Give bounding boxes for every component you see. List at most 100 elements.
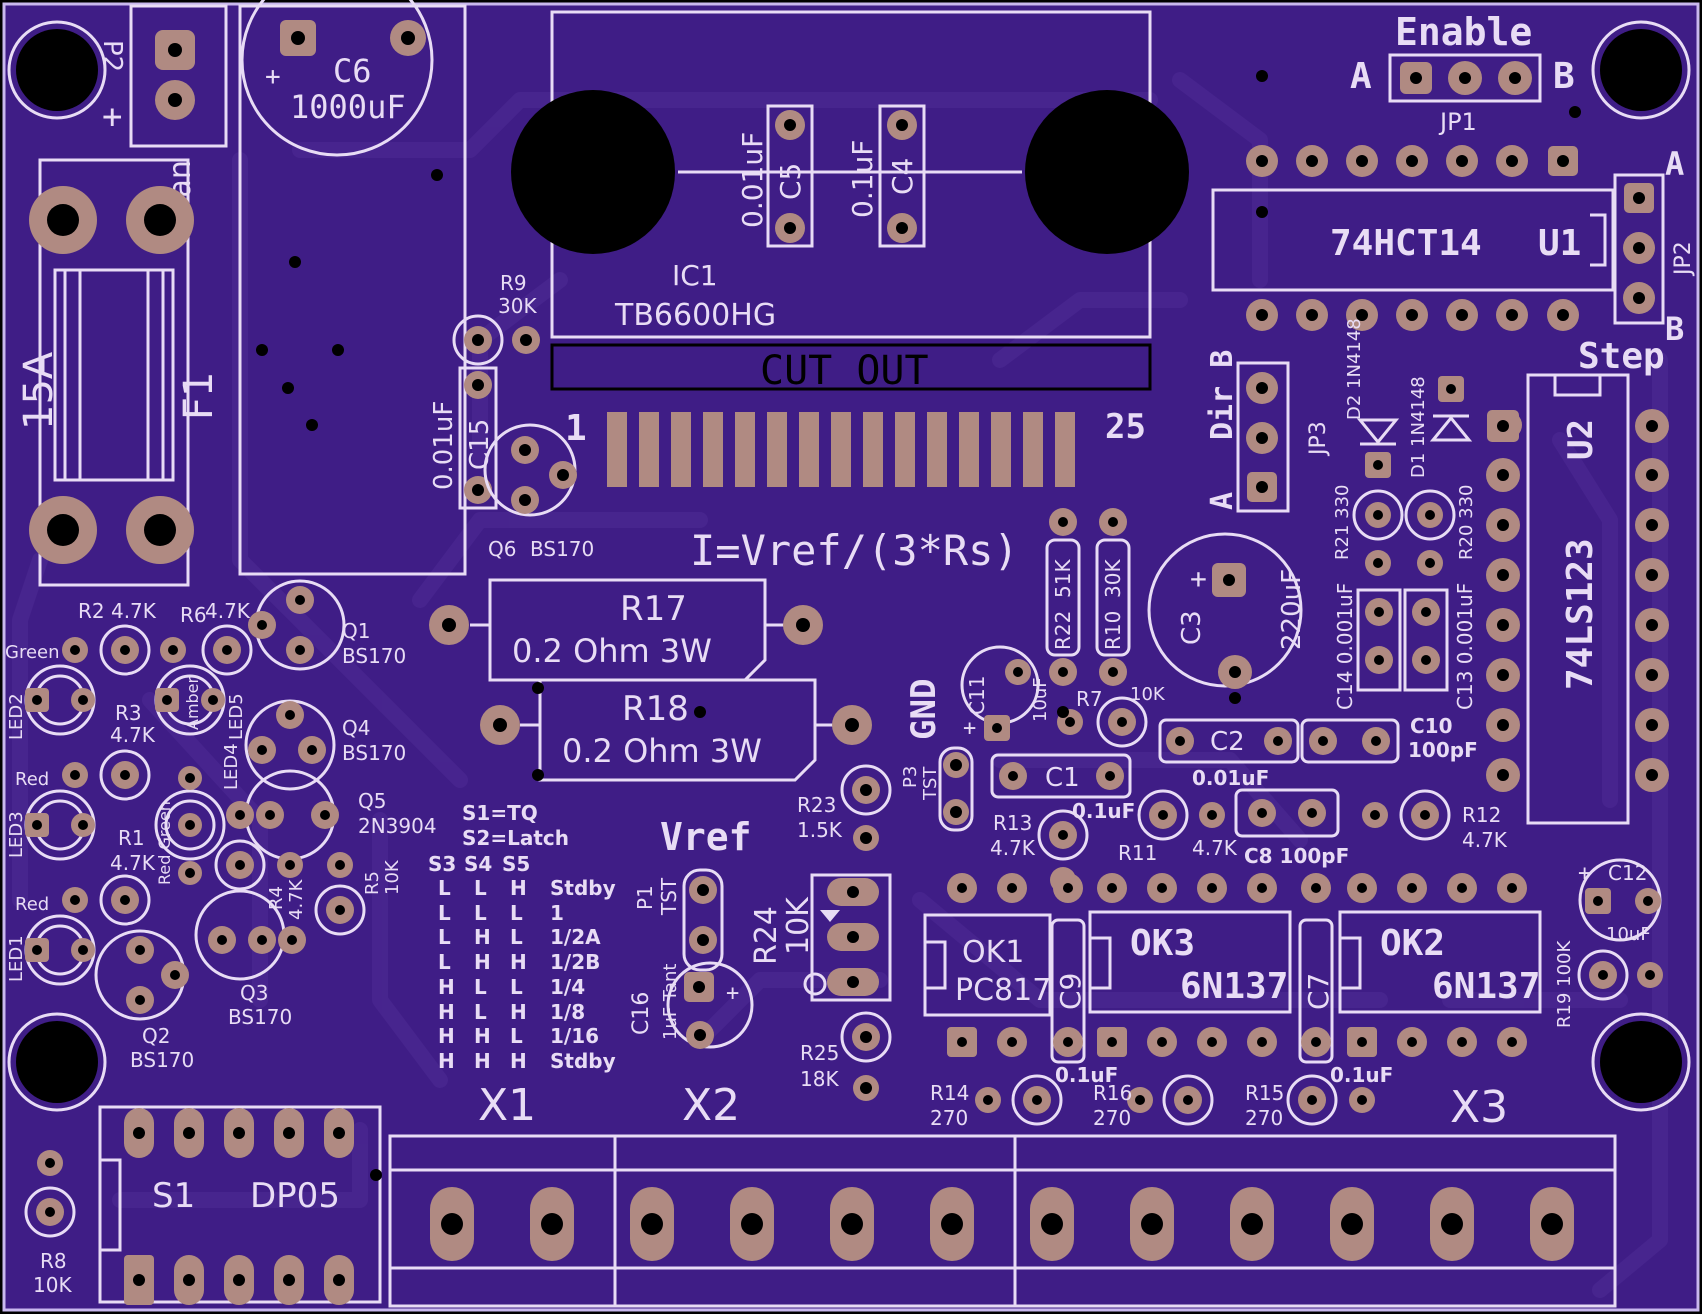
traces	[12, 72, 1668, 1298]
table-cell: H	[510, 950, 527, 974]
capacitor-c1: C1 0.1uF	[990, 753, 1135, 823]
table-note-latch: S2=Latch	[462, 826, 569, 850]
r17-label: R17	[620, 589, 687, 629]
r5-value: 10K	[382, 859, 403, 895]
c7-label: C7	[1302, 973, 1335, 1010]
r17-value: 0.2 Ohm 3W	[512, 632, 712, 670]
c11-value: 10uF	[1030, 677, 1051, 722]
table-cell: 1/2A	[550, 925, 601, 949]
r22-value: 51K	[1051, 559, 1075, 598]
c5-label: C5	[774, 163, 807, 200]
optocoupler-ok1: OK1 PC817	[923, 873, 1052, 1057]
q3-label: Q3	[240, 981, 268, 1005]
r14-r16-r15: R14 270 R16 270 R15 270	[930, 1074, 1375, 1130]
c12-value: 10uF	[1606, 924, 1651, 945]
table-cell: L	[474, 975, 487, 999]
u1-label: U1	[1538, 223, 1581, 264]
q2-value: BS170	[130, 1048, 194, 1072]
c9-value: 0.1uF	[1055, 1063, 1118, 1087]
q4-value: BS170	[342, 741, 406, 765]
s1-value: DP05	[250, 1176, 340, 1216]
ic1-tb6600: CUT OUT C5 0.01uF C4 0.1uF IC1 TB6600HG …	[511, 10, 1189, 487]
resistor-r18: R18 0.2 Ohm 3W	[480, 678, 872, 782]
table-cell: Stdby	[550, 1049, 616, 1073]
capacitor-c9: C9 0.1uF	[1050, 873, 1118, 1087]
r2-label: R2 4.7K	[78, 599, 157, 623]
table-header-s3: S3	[428, 852, 456, 876]
c16-label: C16	[629, 992, 654, 1035]
table-cell: 1/4	[550, 975, 585, 999]
c5-value: 0.01uF	[736, 132, 769, 228]
r14-value: 270	[930, 1106, 968, 1130]
ic1-pins	[607, 412, 1075, 487]
resistor-r8: R8 10K	[24, 1150, 76, 1297]
r24-label: R24	[749, 906, 784, 965]
enable-label: Enable	[1395, 10, 1532, 54]
r3-value: 4.7K	[110, 723, 156, 747]
r18-label: R18	[622, 689, 689, 729]
s1-label: S1	[152, 1176, 195, 1216]
led5-color-label: Amber	[183, 676, 202, 730]
c9-label: C9	[1054, 973, 1087, 1010]
r1-value: 4.7K	[110, 851, 156, 875]
dip-switch-s1: S1 DP05	[98, 1105, 382, 1305]
r12-label: R12	[1462, 803, 1501, 827]
r7-label: R7	[1076, 687, 1103, 711]
r25-value: 18K	[800, 1067, 839, 1091]
fuse-f1: 15A F1	[16, 158, 222, 587]
ok3-label: OK3	[1130, 923, 1195, 964]
c16-value: 1uF Tant	[660, 964, 681, 1040]
p3-label: P3	[900, 766, 921, 788]
c1-label: C1	[1045, 763, 1080, 793]
x3-label: X3	[1450, 1082, 1508, 1133]
u2-label: U2	[1561, 419, 1601, 460]
table-cell: H	[474, 950, 491, 974]
table-cell: H	[438, 1049, 455, 1073]
r21-label: R21 330	[1332, 485, 1353, 561]
led1-label: LED1	[6, 935, 27, 982]
r20-label: R20 330	[1456, 485, 1477, 561]
r5-label: R5	[362, 871, 383, 895]
table-cell: 1/2B	[550, 950, 600, 974]
c14-label: C14 0.001uF	[1333, 583, 1357, 710]
c3-plus-label: +	[1190, 562, 1207, 595]
r1-label: R1	[118, 826, 145, 850]
q3-value: BS170	[228, 1005, 292, 1029]
jp3-label: JP3	[1306, 421, 1331, 457]
jp2-label: JP2	[1671, 241, 1696, 277]
c3-value: 220uF	[1277, 569, 1307, 650]
mounting-holes	[7, 20, 1691, 1112]
r13-label: R13	[993, 811, 1032, 835]
c11-label: C11	[965, 676, 989, 715]
table-cell: 1	[550, 901, 564, 925]
fuse-rating-label: 15A	[16, 351, 62, 430]
c12-label: C12	[1608, 861, 1647, 885]
led1-color-label: Red	[15, 894, 49, 915]
r6-label: R6	[180, 603, 207, 627]
q1-value: BS170	[342, 644, 406, 668]
led5-label: LED5	[226, 693, 247, 740]
led2-color-label: Green	[5, 642, 60, 663]
ic1-label: IC1	[672, 259, 718, 292]
p2-plus-label: +	[102, 97, 122, 137]
step-label: Step	[1578, 336, 1665, 377]
c4-label: C4	[886, 158, 919, 195]
r4-value: 4.7K	[286, 878, 307, 920]
capacitor-c3: + C3 220uF	[1147, 532, 1307, 689]
c12-plus-label: +	[1578, 861, 1591, 886]
c7-value: 0.1uF	[1330, 1063, 1393, 1087]
pin1-label: 1	[565, 408, 587, 449]
c6-value: 1000uF	[290, 88, 406, 126]
status-leds-section: Q1 BS170 R2 4.7K R6 4.7K Green LED2 Ambe…	[5, 579, 437, 1072]
r7-value: 10K	[1130, 684, 1166, 705]
terminal-blocks: X1 X2 X3	[388, 1080, 1617, 1308]
r23-value: 1.5K	[797, 818, 843, 842]
dir-a-label: A	[1205, 492, 1240, 510]
c6-plus-label: +	[265, 62, 281, 92]
table-cell: L	[510, 975, 523, 999]
q2-label: Q2	[142, 1024, 170, 1048]
ic1-value: TB6600HG	[614, 298, 776, 333]
c10-value: 100pF	[1408, 738, 1478, 762]
table-cell: H	[474, 925, 491, 949]
q1-label: Q1	[342, 619, 370, 643]
